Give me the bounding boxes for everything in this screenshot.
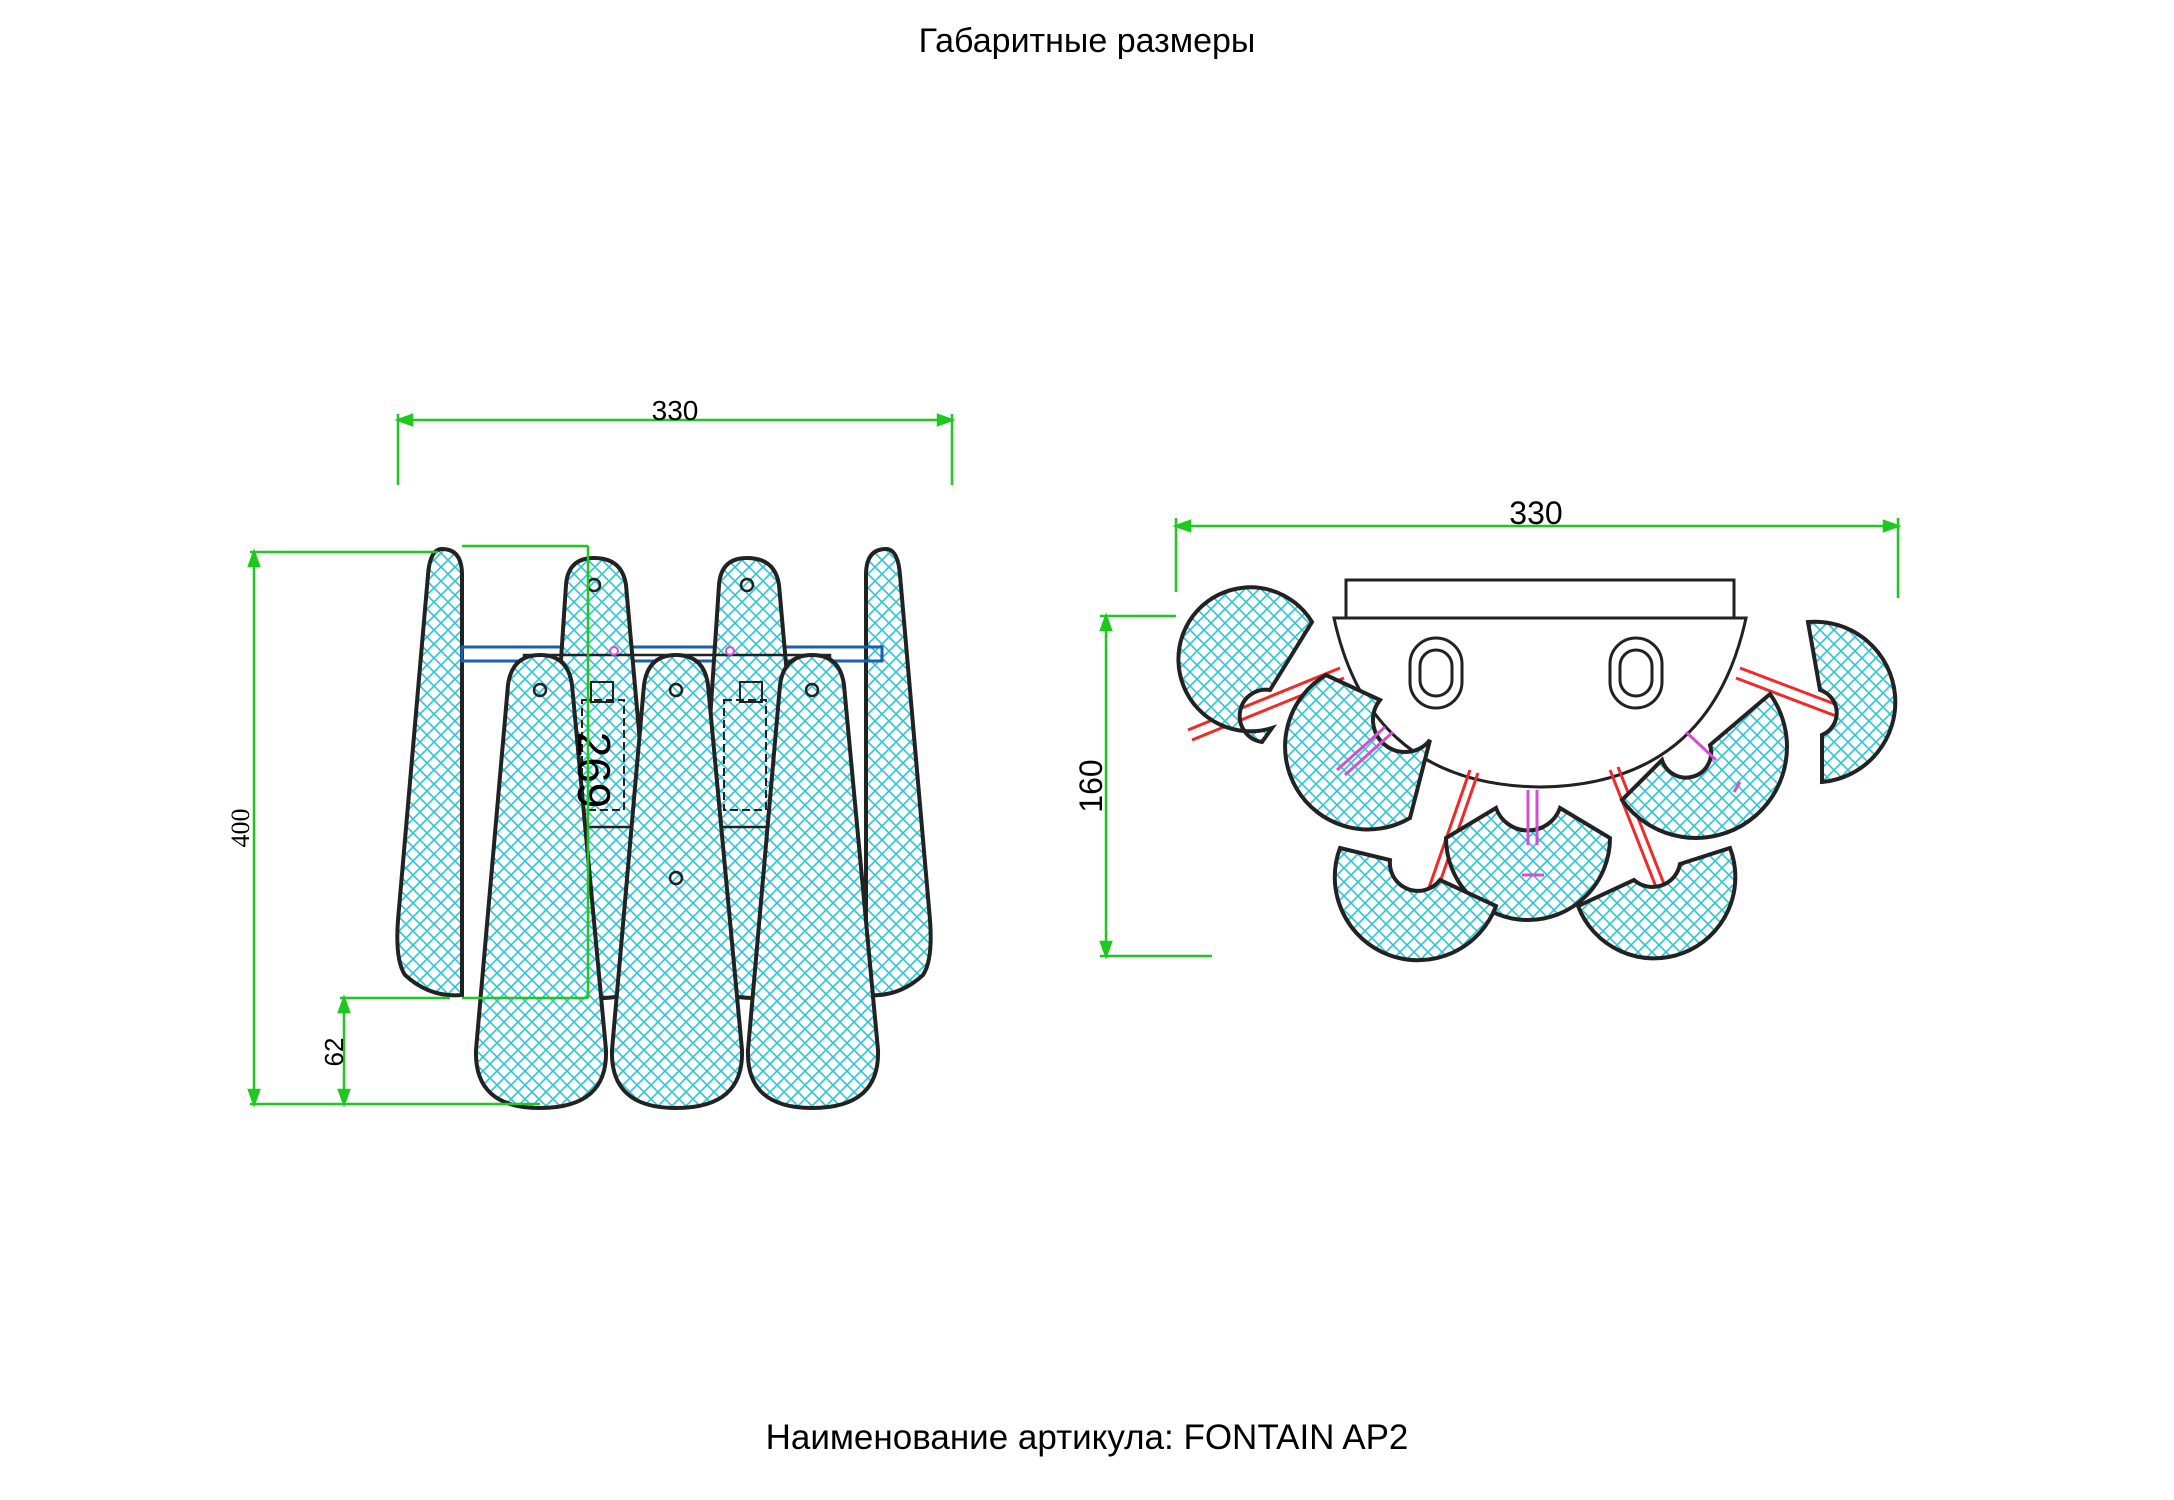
front-view: 269 330 400 62 (226, 395, 956, 1111)
front-bottom-dimension (337, 994, 450, 1108)
shade-accents (1335, 725, 1742, 877)
front-height-dimension (247, 544, 590, 1108)
shade-7 (1575, 845, 1738, 961)
shade-4 (1619, 691, 1790, 841)
top-width-label: 330 (1509, 495, 1562, 531)
holder-left (581, 699, 625, 811)
front-petal-3 (745, 652, 881, 1111)
front-petal-1 (473, 652, 609, 1111)
page-title: Габаритные размеры (918, 22, 1256, 60)
glass-shades (1176, 585, 1898, 963)
top-backplate (1344, 578, 1736, 620)
front-petal-2 (609, 652, 745, 1111)
top-width-dimension (1172, 518, 1902, 598)
front-bottom-label: 62 (319, 1038, 349, 1067)
socket-left (590, 681, 614, 703)
shade-1 (1176, 585, 1315, 745)
top-height-label: 160 (1073, 759, 1109, 812)
front-width-dimension (394, 413, 956, 485)
holder-right (723, 699, 767, 811)
shade-6 (1332, 845, 1499, 963)
socket-right (739, 681, 763, 703)
plate-dimension-label: 269 (568, 732, 620, 809)
side-petal-right (864, 546, 933, 998)
shade-5 (1805, 619, 1898, 785)
top-view: 330 160 (1073, 495, 1902, 963)
front-height-label: 400 (226, 809, 255, 848)
front-width-label: 330 (652, 395, 699, 426)
article-name: Наименование артикула: FONTAIN AP2 (765, 1418, 1409, 1457)
top-height-dimension (1099, 612, 1212, 960)
top-sockets (1408, 636, 1664, 710)
side-petal-left (395, 546, 464, 998)
